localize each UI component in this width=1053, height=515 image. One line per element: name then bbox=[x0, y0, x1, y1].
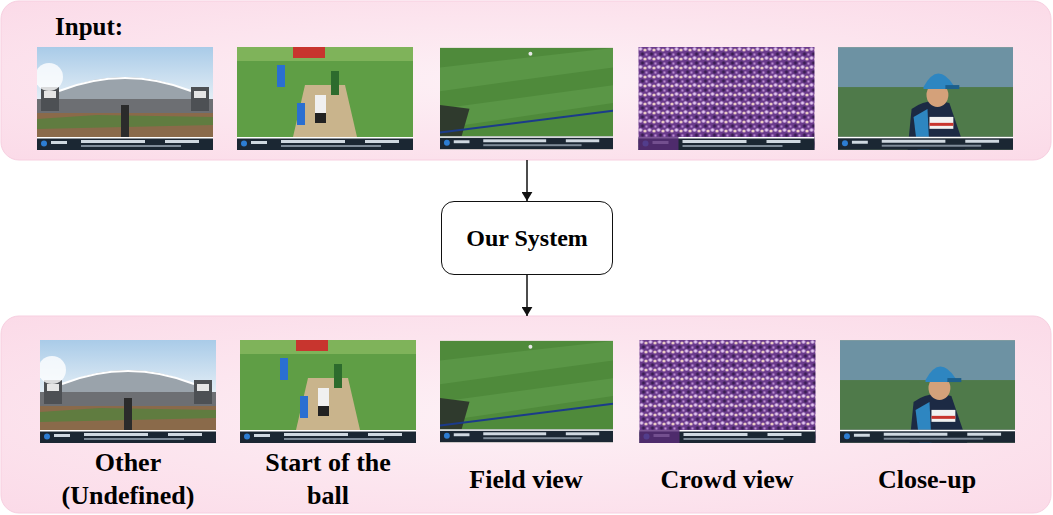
text-slot: Close-up bbox=[847, 444, 1007, 514]
flow-arrow bbox=[526, 275, 528, 316]
input-frame bbox=[35, 47, 213, 150]
output-panel: Other (Undefined) Start of the ball Field … bbox=[0, 316, 1052, 515]
output-frame bbox=[640, 340, 816, 443]
input-frame bbox=[838, 47, 1013, 149]
input-panel-shape bbox=[1, 1, 1051, 160]
output-frame bbox=[38, 340, 216, 443]
text-slot: Other (Undefined) bbox=[48, 444, 208, 514]
text-slot: Start of the ball bbox=[248, 444, 408, 514]
class-label: Crowd view bbox=[660, 463, 793, 496]
flow-arrow bbox=[526, 160, 528, 201]
output-frame bbox=[440, 341, 613, 442]
class-label: Close-up bbox=[878, 463, 976, 496]
input-frame bbox=[237, 47, 413, 150]
process-box: Our System bbox=[441, 201, 613, 275]
text-slot: Input: bbox=[55, 10, 215, 44]
text-slot: Field view bbox=[446, 444, 606, 514]
output-frame bbox=[840, 340, 1015, 442]
class-label: Start of the ball bbox=[248, 446, 408, 512]
input-frame bbox=[639, 47, 815, 150]
output-frame bbox=[240, 340, 416, 443]
text-slot: Crowd view bbox=[647, 444, 807, 514]
output-panel-shape bbox=[1, 316, 1051, 513]
panel-heading: Input: bbox=[55, 13, 123, 41]
class-label: Field view bbox=[469, 463, 582, 496]
class-label: Other (Undefined) bbox=[48, 446, 208, 512]
input-frame bbox=[440, 48, 613, 149]
input-panel: Input: bbox=[0, 0, 1052, 160]
box-label: Our System bbox=[466, 225, 588, 252]
